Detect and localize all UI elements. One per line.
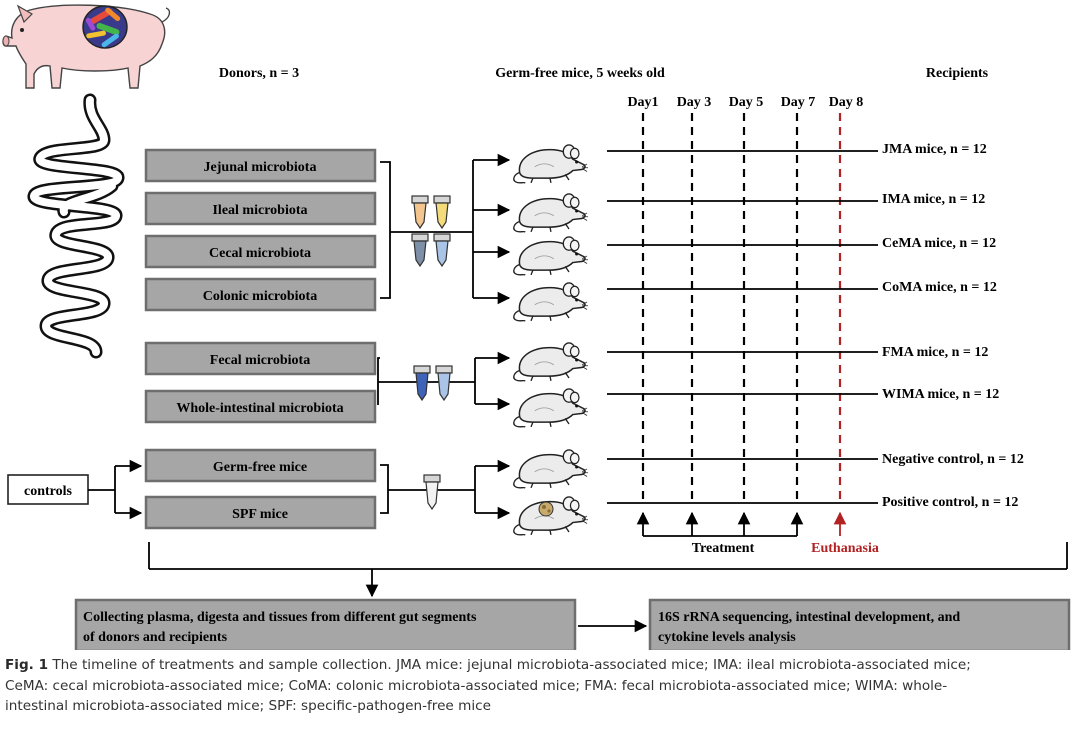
mice [513, 144, 588, 536]
caption-figure-label: Fig. 1 [5, 657, 49, 673]
donor-box-label: Whole-intestinal microbiota [176, 401, 343, 416]
microbiota-spot-icon [538, 501, 554, 517]
caption-line-1: Fig. 1 The timeline of treatments and sa… [5, 655, 1075, 676]
mouse-icon [513, 144, 588, 184]
mouse-icon [513, 449, 588, 489]
collection-box: Collecting plasma, digesta and tissues f… [74, 598, 577, 650]
mouse-icon [513, 342, 588, 382]
donor-box-cecal: Cecal microbiota [144, 234, 377, 269]
recipient-label-negative-control: Negative control, n = 12 [882, 452, 1024, 467]
recipient-label-cema: CeMA mice, n = 12 [882, 236, 996, 251]
collection-box-line1: Collecting plasma, digesta and tissues f… [83, 610, 477, 625]
tube-icon [413, 365, 431, 402]
euthanasia-label: Euthanasia [811, 541, 879, 556]
donor-box-germ-free: Germ-free mice [144, 448, 377, 483]
donor-box-label: Germ-free mice [213, 460, 307, 475]
recipients-header: Recipients [926, 66, 989, 81]
mouse-icon [513, 388, 588, 428]
treatment-label: Treatment [692, 541, 755, 556]
controls-label: controls [24, 484, 73, 499]
analysis-box: 16S rRNA sequencing, intestinal developm… [648, 598, 1071, 650]
caption-text-1: The timeline of treatments and sample co… [52, 657, 971, 673]
tube-icon [411, 195, 429, 230]
donor-boxes: Jejunal microbiota Ileal microbiota Ceca… [144, 148, 377, 530]
controls-arrows [88, 459, 143, 520]
figure-caption: Fig. 1 The timeline of treatments and sa… [5, 655, 1075, 717]
diagram-canvas: Donors, n = 3 Germ-free mice, 5 weeks ol… [2, 4, 1071, 650]
intestine-illustration-inner [30, 96, 122, 356]
donors-header: Donors, n = 3 [219, 66, 299, 81]
mouse-icon [513, 496, 588, 536]
caption-line-3: intestinal microbiota-associated mice; S… [5, 698, 491, 714]
day-label-3: Day 3 [677, 95, 712, 110]
controls-box: controls [7, 474, 89, 505]
recipient-label-positive-control: Positive control, n = 12 [882, 495, 1018, 510]
donor-box-spf: SPF mice [144, 495, 377, 530]
day-label-5: Day 5 [729, 95, 764, 110]
recipient-label-coma: CoMA mice, n = 12 [882, 280, 997, 295]
mouse-icon [513, 282, 588, 322]
donor-box-label: Ileal microbiota [212, 203, 307, 218]
donor-box-label: Cecal microbiota [209, 246, 311, 261]
collection-box-line2: of donors and recipients [83, 630, 228, 645]
tube-icon [433, 195, 451, 230]
tube-icon [435, 365, 453, 402]
germ-free-header: Germ-free mice, 5 weeks old [495, 66, 665, 81]
recipient-label-jma: JMA mice, n = 12 [882, 142, 987, 157]
donor-box-ileal: Ileal microbiota [144, 191, 377, 226]
day-label-8: Day 8 [829, 95, 864, 110]
recipient-labels: JMA mice, n = 12 IMA mice, n = 12 CeMA m… [882, 142, 1024, 510]
treatment-bracket [636, 511, 804, 537]
day-label-1: Day1 [627, 95, 658, 110]
donor-box-label: Colonic microbiota [203, 289, 317, 304]
analysis-box-line1: 16S rRNA sequencing, intestinal developm… [658, 610, 960, 625]
mouse-icon [513, 193, 588, 233]
analysis-box-line2: cytokine levels analysis [658, 630, 796, 645]
recipient-lines [607, 150, 878, 504]
tube-icon [411, 233, 429, 268]
day-label-7: Day 7 [781, 95, 816, 110]
donor-box-label: Fecal microbiota [210, 353, 310, 368]
summary-bracket [148, 542, 1068, 633]
pig-illustration [2, 4, 171, 89]
sample-tubes [411, 195, 453, 511]
recipient-label-wima: WIMA mice, n = 12 [882, 387, 999, 402]
donor-box-fecal: Fecal microbiota [144, 341, 377, 376]
donor-box-jejunal: Jejunal microbiota [144, 148, 377, 183]
recipient-label-fma: FMA mice, n = 12 [882, 345, 988, 360]
day-timeline-lines [641, 113, 842, 502]
caption-line-2: CeMA: cecal microbiota-associated mice; … [5, 677, 948, 694]
recipient-label-ima: IMA mice, n = 12 [882, 192, 985, 207]
mouse-icon [513, 236, 588, 276]
donor-box-colonic: Colonic microbiota [144, 277, 377, 312]
donor-box-whole-intestinal: Whole-intestinal microbiota [144, 389, 377, 424]
tube-icon [433, 233, 451, 268]
donor-box-label: SPF mice [232, 507, 288, 522]
tube-icon [423, 474, 441, 511]
donor-box-label: Jejunal microbiota [204, 160, 317, 175]
